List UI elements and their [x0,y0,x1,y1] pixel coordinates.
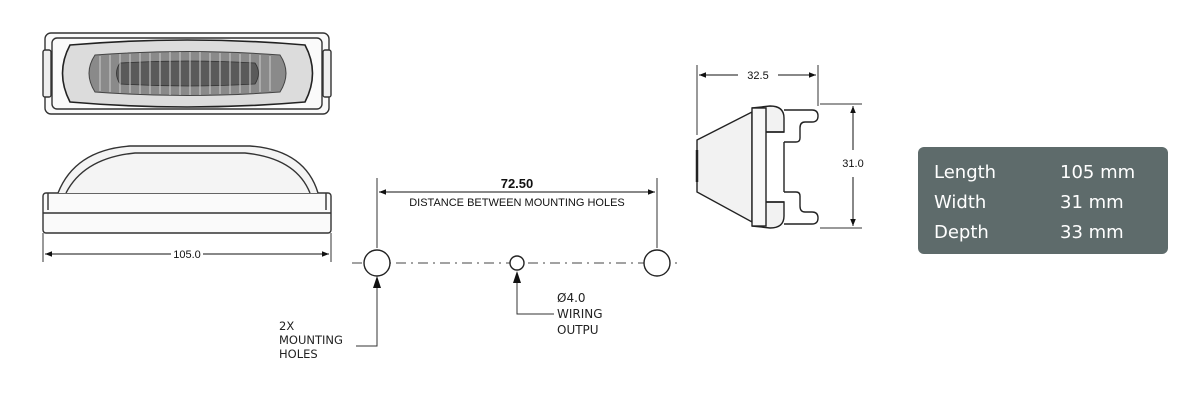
dimension-depth: 32.5 [696,65,819,135]
spec-label: Length [934,162,997,183]
hole-spacing-caption: DISTANCE BETWEEN MOUNTING HOLES [409,197,625,209]
mounting-callout-line-3: HOLES [279,347,318,361]
spec-row-width: Width 31 mm [934,188,1152,218]
mounting-callout-line-1: 2X [279,319,294,333]
wiring-callout-line-3: OUTPU [557,323,599,337]
depth-dim-label: 32.5 [747,70,768,82]
spec-value: 105 mm [1060,162,1136,183]
mounting-hole-left [363,249,391,277]
width-dim-label: 31.0 [842,158,863,170]
callout-wiring: Ø4.0 WIRING OUTPU [513,271,603,337]
dimension-length: 105.0 [42,233,332,262]
mounting-hole-right [643,249,671,277]
spec-row-length: Length 105 mm [934,158,1152,188]
hole-spacing-value: 72.50 [501,176,534,191]
mounting-hole-layout [352,249,682,277]
dimension-hole-spacing: 72.50 DISTANCE BETWEEN MOUNTING HOLES [376,176,658,248]
wiring-callout-line-2: WIRING [557,307,603,321]
spec-table: Length 105 mm Width 31 mm Depth 33 mm [918,147,1168,254]
dimension-width: 31.0 [820,103,864,229]
lamp-end-view [695,105,819,229]
mounting-callout-line-2: MOUNTING [279,333,343,347]
lamp-side-view [42,145,332,234]
lamp-top-view [42,32,332,115]
spec-value: 33 mm [1060,222,1124,243]
spec-label: Width [934,192,987,213]
spec-row-depth: Depth 33 mm [934,218,1152,248]
length-dim-label: 105.0 [173,249,201,261]
spec-value: 31 mm [1060,192,1124,213]
callout-mounting-holes: 2X MOUNTING HOLES [279,276,381,361]
wiring-hole [509,255,525,271]
wiring-callout-line-1: Ø4.0 [557,291,586,305]
spec-label: Depth [934,222,989,243]
